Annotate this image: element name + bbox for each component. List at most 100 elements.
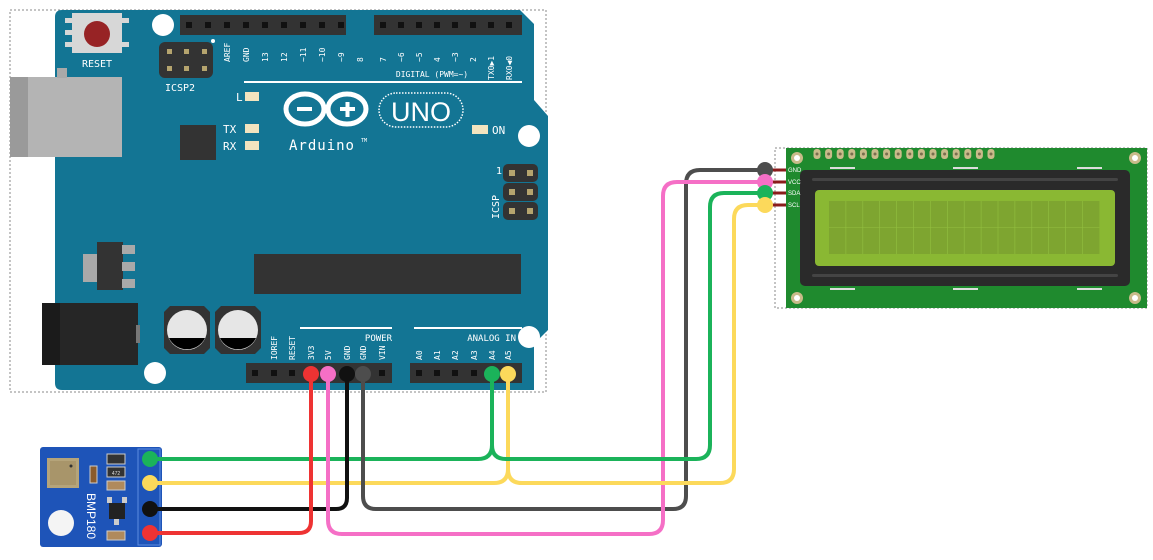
digital-pin-label: 8: [356, 57, 365, 62]
header-hole[interactable]: [252, 370, 258, 376]
header-hole[interactable]: [416, 22, 422, 28]
digital-pin-label: ~9: [337, 52, 346, 62]
mount-hole-center: [1132, 155, 1138, 161]
lcd-pin-sda[interactable]: [769, 191, 786, 195]
led-l: [245, 92, 259, 101]
header-hole[interactable]: [262, 22, 268, 28]
header-hole[interactable]: [338, 22, 344, 28]
wire-end-lcd-vcc[interactable]: [757, 174, 773, 190]
digital-pin-label: AREF: [223, 43, 232, 62]
usb-controller-chip: [180, 125, 216, 160]
regulator-leg: [122, 497, 127, 503]
voltage-regulator: [83, 242, 135, 290]
lcd-header-pin-hole: [838, 152, 842, 156]
reset-leg: [65, 18, 73, 23]
header-hole[interactable]: [379, 370, 385, 376]
led-l-label: L: [236, 91, 243, 104]
header-hole[interactable]: [224, 22, 230, 28]
bottom-header-holes: [252, 370, 511, 376]
bezel-groove: [812, 274, 1118, 277]
wire-end-sensor-gnd[interactable]: [142, 501, 158, 517]
usb-tab: [57, 68, 67, 78]
lcd-header-pin-hole: [873, 152, 877, 156]
wire-lcd-sda-to-a4[interactable]: [490, 191, 765, 461]
wire-lcd-vcc-to-5v[interactable]: [326, 180, 765, 536]
pin-marker: [211, 39, 215, 43]
lcd-header-pin-hole: [966, 152, 970, 156]
header-hole[interactable]: [452, 22, 458, 28]
analog-pin-label: A3: [470, 350, 479, 360]
wire-end-a4[interactable]: [484, 366, 500, 382]
wire-sensor-vin-to-3v3[interactable]: [150, 376, 313, 535]
sensor-resistor: [106, 466, 126, 478]
wire-end-sensor-scl[interactable]: [142, 475, 158, 491]
header-hole[interactable]: [488, 22, 494, 28]
trademark-mark: TM: [361, 138, 367, 144]
wire-end-lcd-scl[interactable]: [757, 197, 773, 213]
reset-button-cap[interactable]: [84, 21, 110, 47]
wire-end-sensor-vin[interactable]: [142, 525, 158, 541]
wires: [142, 162, 773, 541]
wire-end-a5[interactable]: [500, 366, 516, 382]
reset-leg: [121, 42, 129, 47]
lcd-pin-gnd[interactable]: [769, 168, 786, 172]
header-hole[interactable]: [452, 370, 458, 376]
lcd-header-pin-hole: [896, 152, 900, 156]
wire-lcd-scl-to-a5[interactable]: [506, 203, 765, 485]
power-jack-pin: [136, 325, 140, 343]
lcd-header-pin-hole: [931, 152, 935, 156]
wire-end-lcd-gnd[interactable]: [757, 162, 773, 178]
header-hole[interactable]: [319, 22, 325, 28]
header-hole[interactable]: [398, 22, 404, 28]
wire-lcd-gnd-to-gnd[interactable]: [361, 168, 765, 511]
wire-end-3v3[interactable]: [303, 366, 319, 382]
wire-end-5v[interactable]: [320, 366, 336, 382]
header-hole[interactable]: [471, 370, 477, 376]
wire-end-lcd-sda[interactable]: [757, 185, 773, 201]
header-hole[interactable]: [380, 22, 386, 28]
header-hole[interactable]: [243, 22, 249, 28]
header-hole[interactable]: [300, 22, 306, 28]
header-hole[interactable]: [289, 370, 295, 376]
icsp-header: [503, 164, 538, 220]
digital-header-label: DIGITAL (PWM=~): [396, 70, 468, 79]
wire-sensor-gnd-to-gnd[interactable]: [150, 376, 349, 511]
lcd-header-pin-hole: [977, 152, 981, 156]
wire-end-gnd[interactable]: [339, 366, 355, 382]
lcd-header-pins: [813, 149, 995, 159]
lcd-character-cells: [829, 201, 1100, 254]
header-hole[interactable]: [470, 22, 476, 28]
header-hole[interactable]: [506, 22, 512, 28]
reset-leg: [65, 42, 73, 47]
lcd-pin-label: SDA: [788, 191, 800, 197]
wire-end-sensor-sda[interactable]: [142, 451, 158, 467]
digital-pin-label: ~11: [299, 47, 308, 62]
mount-hole: [152, 14, 174, 36]
lcd-pin-vcc[interactable]: [769, 180, 786, 184]
digital-header-right: [374, 15, 522, 35]
wire-end-gnd[interactable]: [355, 366, 371, 382]
bezel-tab: [830, 167, 855, 169]
header-hole[interactable]: [186, 22, 192, 28]
bmp180-sensor-module[interactable]: 472 BMP180: [40, 447, 162, 547]
power-pin-label: GND: [343, 345, 352, 360]
analog-pin-label: A1: [433, 350, 442, 360]
icsp2-header: [159, 42, 213, 78]
power-pin-label: GND: [359, 345, 368, 360]
lcd-header-pin-hole: [827, 152, 831, 156]
header-hole[interactable]: [434, 370, 440, 376]
header-hole[interactable]: [416, 370, 422, 376]
reset-leg: [65, 30, 73, 35]
lcd-header-pin-hole: [908, 152, 912, 156]
bezel-groove: [812, 178, 1118, 181]
header-hole[interactable]: [271, 370, 277, 376]
led-on-label: ON: [492, 124, 505, 137]
header-hole[interactable]: [434, 22, 440, 28]
lcd-pin-scl[interactable]: [769, 203, 786, 207]
header-hole[interactable]: [281, 22, 287, 28]
header-hole[interactable]: [205, 22, 211, 28]
